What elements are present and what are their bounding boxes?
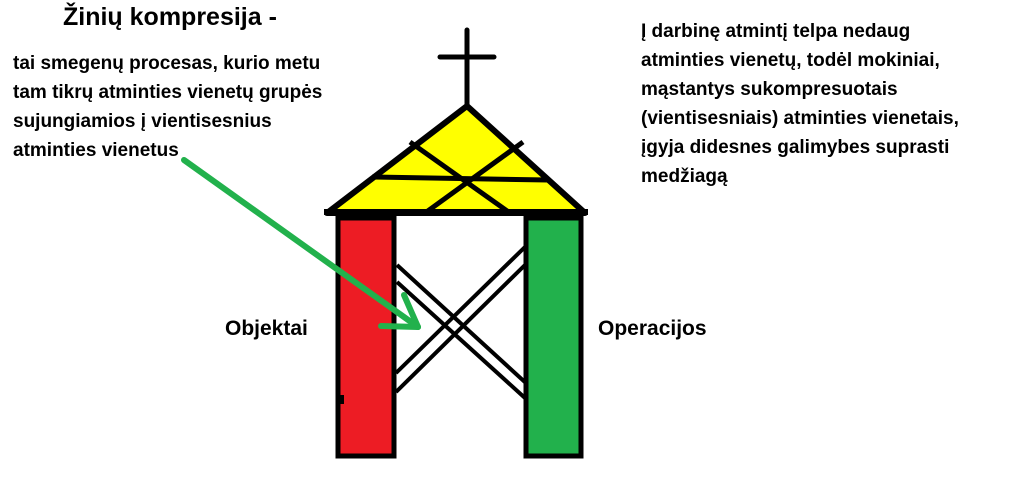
definition-line: tai smegenų procesas, kurio metu [13,53,321,74]
right-pillar [523,215,584,459]
definition-line: atminties vienetus [13,140,179,161]
diagram-title: Žinių kompresija - [63,3,277,31]
explanation-line: įgyja didesnes galimybes suprasti [641,137,950,158]
left-pillar [335,215,397,459]
arrow [181,157,421,330]
right-pillar-label: Operacijos [598,317,707,340]
explanation-line: medžiagą [641,166,728,187]
definition-text: tai smegenų procesas, kurio metu tam tik… [13,49,383,165]
cross-bracing [394,244,529,400]
left-pillar-label: Objektai [225,317,308,340]
definition-line: sujungiamios į vientisesnius [13,111,272,132]
explanation-line: mąstantys sukompresuotais [641,79,898,100]
definition-line: tam tikrų atminties vienetų grupės [13,82,323,103]
explanation-line: atminties vienetų, todėl mokiniai, [641,50,940,71]
roof [324,103,588,216]
explanation-line: (vientisesniais) atminties vienetais, [641,108,959,129]
explanation-line: Į darbinę atmintį telpa nedaug [641,21,911,42]
cross-icon [437,27,497,109]
explanation-text: Į darbinę atmintį telpa nedaug atminties… [641,17,1011,191]
